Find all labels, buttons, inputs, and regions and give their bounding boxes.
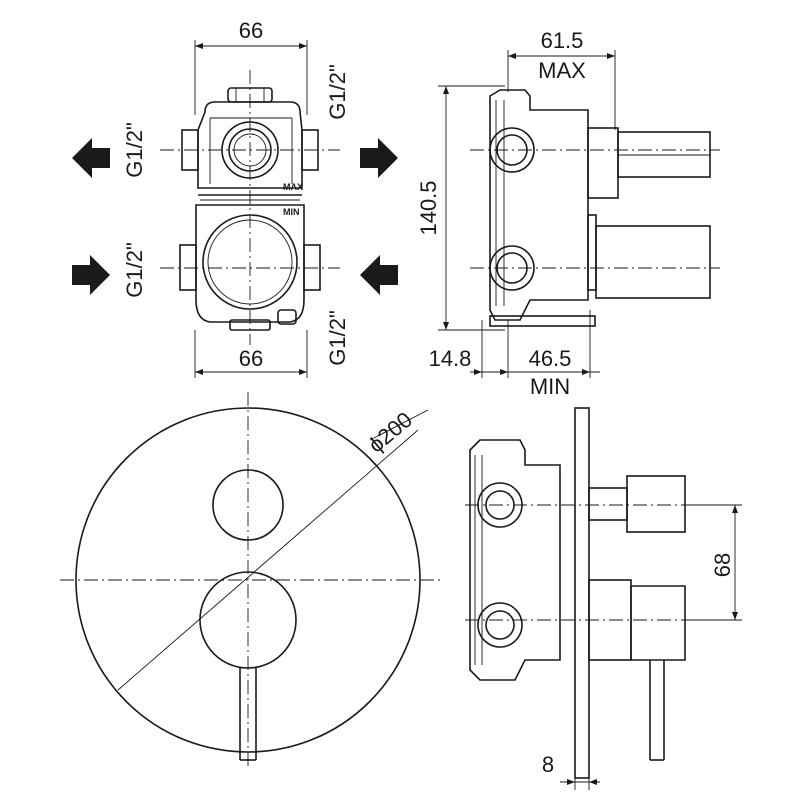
thread-lower-right-label: G1/2" bbox=[325, 310, 350, 366]
max-word-label: MAX bbox=[538, 58, 586, 83]
plate-marker-max: MAX bbox=[283, 182, 303, 192]
spacing-dim-label: 68 bbox=[710, 553, 735, 577]
thread-upper-left-label: G1/2" bbox=[122, 122, 147, 178]
thread-upper-right-label: G1/2" bbox=[325, 64, 350, 120]
inlet-arrow-right-icon bbox=[360, 138, 398, 178]
left-offset-label: 14.8 bbox=[429, 346, 472, 371]
top-width-label: 66 bbox=[239, 18, 263, 43]
plate-marker-min: MIN bbox=[283, 207, 300, 217]
outlet-arrow-left-icon bbox=[72, 138, 110, 178]
min-dim-label: 46.5 bbox=[529, 346, 572, 371]
height-dim-label: 140.5 bbox=[416, 180, 441, 235]
front-view-body bbox=[72, 40, 398, 378]
max-dim-label: 61.5 bbox=[541, 28, 584, 53]
cover-plate-front bbox=[60, 392, 440, 770]
bottom-width-label: 66 bbox=[239, 346, 263, 371]
assembled-side-view bbox=[465, 407, 742, 790]
inlet-arrow-left-side-icon bbox=[72, 255, 110, 295]
min-word-label: MIN bbox=[530, 374, 570, 399]
plate-thickness-label: 8 bbox=[542, 752, 554, 777]
diameter-label: ϕ200 bbox=[363, 407, 417, 458]
inlet-arrow-right-side-icon bbox=[360, 255, 398, 295]
side-view-body bbox=[438, 50, 720, 378]
thread-lower-left-label: G1/2" bbox=[122, 242, 147, 298]
